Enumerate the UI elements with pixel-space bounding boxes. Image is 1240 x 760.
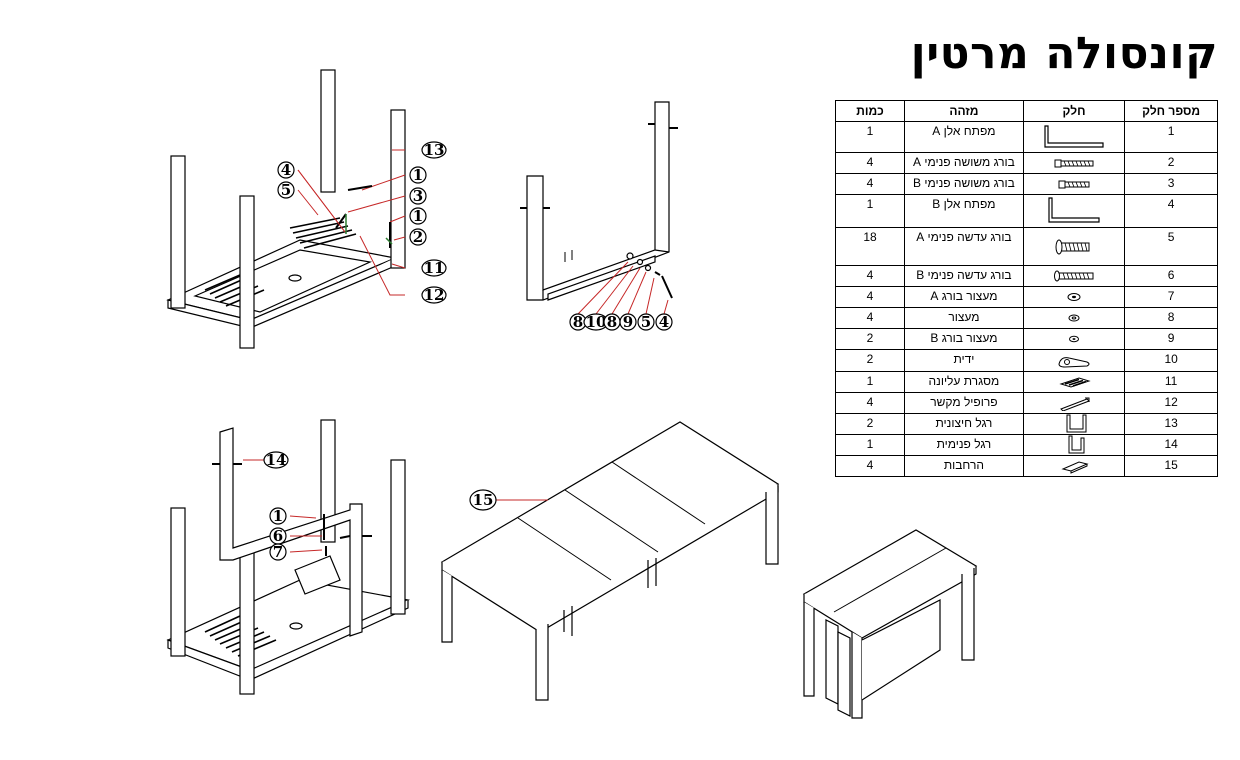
part-name: בורג עדשה פנימי B	[904, 265, 1024, 287]
callout-label: 1	[413, 207, 423, 225]
table-row: 10 ידית 2	[834, 349, 1218, 372]
callout-fig2-2: 8	[603, 313, 621, 331]
callout-label: 12	[424, 286, 445, 304]
callout-fig1-2: 1	[409, 166, 427, 184]
callout-fig3-3: 7	[269, 543, 287, 561]
callout-fig1-3: 3	[409, 187, 427, 205]
part-qty: 18	[834, 227, 906, 266]
callout-fig1-0: 4	[277, 161, 295, 179]
callout-fig1-1: 5	[277, 181, 295, 199]
callout-label: 10	[586, 313, 607, 331]
callout-label: 5	[281, 181, 291, 199]
callout-fig1-6: 11	[421, 259, 447, 277]
callout-label: 1	[273, 507, 283, 525]
allen-key-icon	[1022, 194, 1126, 228]
callout-fig2-1: 10	[583, 313, 609, 331]
callout-label: 4	[659, 313, 669, 331]
callout-label: 5	[641, 313, 651, 331]
table-row: 4 מפתח אלן B 1	[834, 194, 1218, 228]
part-name: מעצור בורג A	[904, 286, 1024, 308]
callout-fig2-5: 4	[655, 313, 673, 331]
figure-1-frame-assembly	[166, 69, 406, 349]
table-row: 14 רגל פנימית 1	[834, 434, 1218, 456]
figure-3-frame-with-inner-leg	[166, 419, 411, 695]
table-row: 7 מעצור בורג A 4	[834, 286, 1218, 308]
part-name: פרופיל מקשר	[904, 392, 1024, 414]
figure-2-inner-leg	[520, 101, 678, 315]
callout-fig2-3: 9	[619, 313, 637, 331]
extension-board-icon	[1022, 455, 1126, 477]
callout-label: 4	[281, 161, 291, 179]
callout-label: 11	[424, 259, 445, 277]
part-number: 4	[1124, 194, 1218, 228]
callout-label: 3	[413, 187, 423, 205]
parts-table: מספר חלק חלק מזהה כמות 1 מפתח אלן A 1 2 …	[834, 100, 1218, 477]
part-name: הרחבות	[904, 455, 1024, 477]
callout-label: 6	[273, 527, 283, 545]
callout-label: 13	[424, 141, 445, 159]
table-row: 15 הרחבות 4	[834, 455, 1218, 477]
part-name: בורג משושה פנימי A	[904, 152, 1024, 174]
callout-label: 2	[413, 228, 423, 246]
part-qty: 4	[834, 455, 906, 477]
callout-fig3-1: 1	[269, 507, 287, 525]
lens-screw-icon	[1022, 227, 1126, 266]
part-number: 1	[1124, 121, 1218, 153]
parts-table-header: מספר חלק חלק מזהה כמות	[834, 100, 1218, 122]
part-name: רגל חיצונית	[904, 413, 1024, 435]
callout-label: 8	[573, 313, 583, 331]
callout-label: 7	[273, 543, 283, 561]
part-number: 10	[1124, 349, 1218, 372]
part-number: 7	[1124, 286, 1218, 308]
callout-fig3-0: 14	[263, 451, 289, 469]
allen-key-icon	[1022, 121, 1126, 153]
callout-fig1-8: 13	[421, 141, 447, 159]
callout-fig1-4: 1	[409, 207, 427, 225]
page-title: קונסולה מרטין	[910, 28, 1218, 79]
table-row: 5 בורג עדשה פנימי A 18	[834, 227, 1218, 266]
figure-5-folded-console	[802, 529, 978, 719]
callout-fig1-7: 12	[421, 286, 447, 304]
callout-label: 9	[623, 313, 633, 331]
figure-4-extended-table	[440, 421, 780, 701]
callout-fig4-0: 15	[469, 489, 497, 511]
callout-fig1-5: 2	[409, 228, 427, 246]
callout-label: 1	[413, 166, 423, 184]
callout-label: 15	[473, 491, 494, 509]
part-number: 5	[1124, 227, 1218, 266]
callout-fig2-4: 5	[637, 313, 655, 331]
part-number: 15	[1124, 455, 1218, 477]
callout-label: 14	[266, 451, 287, 469]
callout-label: 8	[607, 313, 617, 331]
header-qty: כמות	[834, 100, 906, 122]
part-name: מפתח אלן B	[904, 194, 1024, 228]
table-row: 3 בורג משושה פנימי B 4	[834, 173, 1218, 195]
